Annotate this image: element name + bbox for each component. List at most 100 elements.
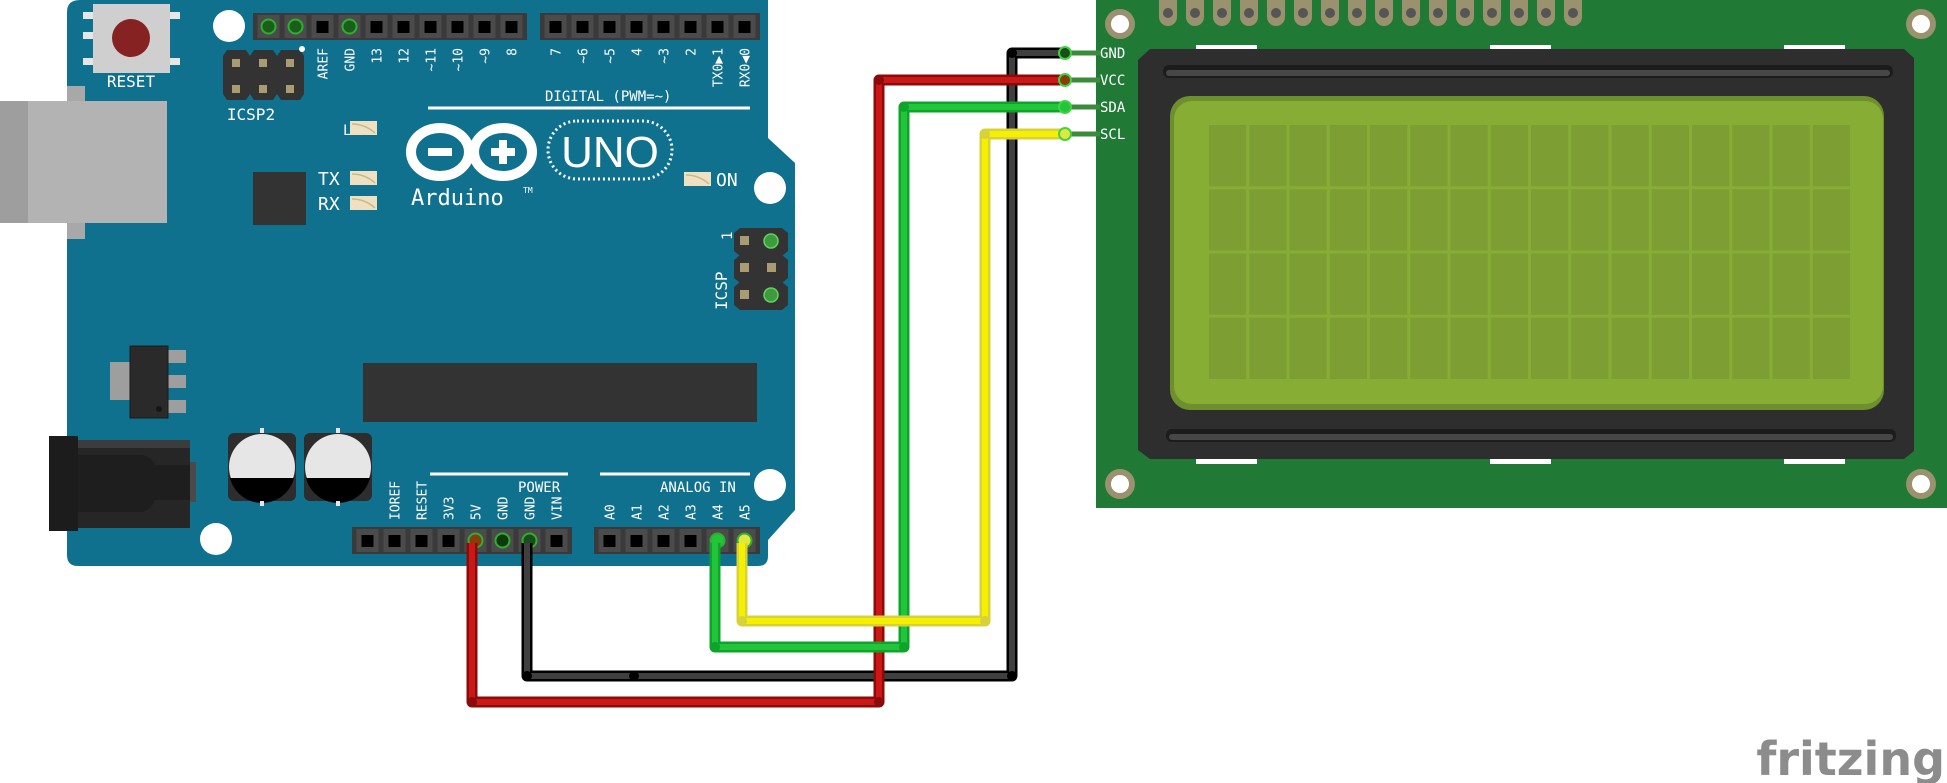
header-pin[interactable] <box>550 535 563 547</box>
lcd-char-cell <box>1209 125 1247 187</box>
wire-gnd-black[interactable] <box>521 47 1065 682</box>
lcd-char-cell <box>1249 125 1287 187</box>
header-pin-connected[interactable] <box>341 18 358 35</box>
header-pin[interactable] <box>603 21 616 33</box>
wire-scl-yellow[interactable] <box>736 128 1065 627</box>
icsp-pin-connected[interactable] <box>763 233 779 249</box>
pin-label: RESET <box>416 481 431 520</box>
header-pin[interactable] <box>684 21 697 33</box>
header-pin[interactable] <box>657 535 670 547</box>
lcd-char-cell <box>1370 317 1408 379</box>
header-pin[interactable] <box>684 535 697 547</box>
lcd-sda-connector[interactable] <box>1058 100 1072 114</box>
header-pin[interactable] <box>316 21 329 33</box>
lcd-pad-hole <box>1379 8 1389 18</box>
header-pin[interactable] <box>397 21 410 33</box>
icsp2-pin[interactable] <box>286 59 294 67</box>
header-pin[interactable] <box>576 21 589 33</box>
mounting-hole <box>754 469 786 501</box>
reset-button-cap[interactable] <box>112 19 150 57</box>
header-pin[interactable] <box>370 21 383 33</box>
lcd-char-cell <box>1772 253 1810 315</box>
header-pin[interactable] <box>630 535 643 547</box>
header-pin[interactable] <box>505 21 518 33</box>
icsp2-pin[interactable] <box>232 85 240 93</box>
lcd-scl-connector[interactable] <box>1058 127 1072 141</box>
header-pin[interactable] <box>603 535 616 547</box>
pin-label: ~9 <box>479 48 494 64</box>
icsp-pin[interactable] <box>740 236 749 245</box>
header-pin[interactable] <box>549 21 562 33</box>
pin-label: GND <box>497 496 512 520</box>
header-pin-connected[interactable] <box>494 532 511 549</box>
led-on: ON <box>684 170 738 191</box>
icsp2-pin[interactable] <box>232 59 240 67</box>
icsp2-pin[interactable] <box>259 85 267 93</box>
icsp-pin[interactable] <box>740 290 749 299</box>
header-pin[interactable] <box>738 21 751 33</box>
pin-label: RX0◀0 <box>739 48 754 87</box>
lcd-char-cell <box>1692 125 1730 187</box>
lcd-char-cell <box>1490 317 1528 379</box>
lcd-character-grid <box>1209 125 1850 379</box>
pin-label: A1 <box>631 504 646 520</box>
icsp2-pin[interactable] <box>286 85 294 93</box>
led-tx-label: TX <box>318 169 340 190</box>
lcd-char-cell <box>1732 125 1770 187</box>
arduino-uno-board[interactable]: RESET ICSP2 L TX RX <box>0 0 795 566</box>
power-header <box>352 527 572 554</box>
lcd-char-cell <box>1370 189 1408 251</box>
wire-5v-red[interactable] <box>466 74 1065 708</box>
header-pin[interactable] <box>424 21 437 33</box>
icsp-pin-connected[interactable] <box>763 287 779 303</box>
lcd-char-cell <box>1370 253 1408 315</box>
header-pin[interactable] <box>442 535 455 547</box>
lcd-char-cell <box>1289 125 1327 187</box>
lcd-vcc-connector[interactable] <box>1058 73 1072 87</box>
pin-label: ~10 <box>452 48 467 71</box>
lcd-char-cell <box>1329 189 1367 251</box>
icsp2-pin[interactable] <box>259 59 267 67</box>
pin-label: A4 <box>712 504 727 520</box>
minus-icon <box>428 148 452 156</box>
header-pin[interactable] <box>361 535 374 547</box>
lcd-top-pads <box>1159 0 1582 26</box>
usb-connector <box>0 86 167 239</box>
pin-label: 8 <box>506 48 521 56</box>
pin-label: A0 <box>604 504 619 520</box>
lcd-char-cell <box>1490 125 1528 187</box>
pin-label: ~11 <box>425 48 440 71</box>
header-pin[interactable] <box>630 21 643 33</box>
reset-button[interactable] <box>83 4 180 73</box>
lcd-pad-hole <box>1298 8 1308 18</box>
lcd-pad-hole <box>1568 8 1578 18</box>
header-pin[interactable] <box>451 21 464 33</box>
lcd-char-cell <box>1571 125 1609 187</box>
lcd-char-cell <box>1249 189 1287 251</box>
voltage-regulator <box>110 345 186 419</box>
icsp2-header <box>223 50 304 100</box>
lcd-char-cell <box>1692 253 1730 315</box>
lcd-gnd-connector[interactable] <box>1058 46 1072 60</box>
header-pin-connected[interactable] <box>287 18 304 35</box>
mounting-hole <box>213 10 245 42</box>
header-pin[interactable] <box>388 535 401 547</box>
header-pin[interactable] <box>478 21 491 33</box>
icsp-pin[interactable] <box>740 263 749 272</box>
fritzing-logo: fritzing <box>1756 732 1945 783</box>
icsp-pin[interactable] <box>767 263 776 272</box>
icsp2-block <box>277 50 304 100</box>
lcd-char-cell <box>1450 253 1488 315</box>
wires <box>466 46 1072 708</box>
header-pin[interactable] <box>711 21 724 33</box>
icsp-pin1-label: 1 <box>720 232 736 240</box>
header-pin[interactable] <box>657 21 670 33</box>
pin-label: GND <box>344 48 359 72</box>
wire-sda-green[interactable] <box>709 101 1065 653</box>
header-pin-connected[interactable] <box>260 18 277 35</box>
lcd-pad-hole <box>1541 8 1551 18</box>
header-pin[interactable] <box>415 535 428 547</box>
